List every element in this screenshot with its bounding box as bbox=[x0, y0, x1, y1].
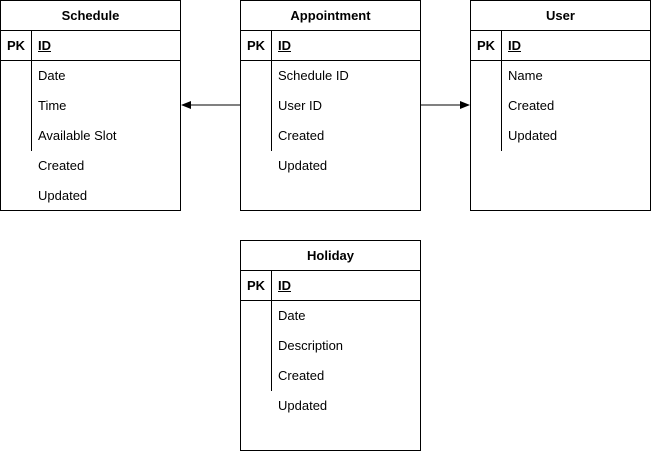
column-divider bbox=[271, 61, 272, 151]
entity-title: Holiday bbox=[241, 241, 420, 271]
primary-key-row: PK ID bbox=[241, 271, 420, 301]
pk-field: ID bbox=[508, 38, 521, 53]
field-list: Name Created Updated bbox=[471, 61, 650, 151]
field: Updated bbox=[278, 158, 328, 173]
pk-label: PK bbox=[7, 38, 26, 53]
pk-label: PK bbox=[247, 278, 266, 293]
field: Created bbox=[508, 98, 555, 113]
field: Updated bbox=[38, 188, 88, 203]
entity-title: User bbox=[471, 1, 650, 31]
field: Time bbox=[38, 98, 67, 113]
field: Created bbox=[38, 158, 85, 173]
field: Created bbox=[278, 128, 325, 143]
field: Updated bbox=[278, 398, 328, 413]
column-divider bbox=[501, 31, 502, 60]
field: Updated bbox=[508, 128, 558, 143]
field: User ID bbox=[278, 98, 323, 113]
entity-schedule[interactable]: Schedule PK ID Date Time Available Slot … bbox=[0, 0, 181, 211]
column-divider bbox=[271, 31, 272, 60]
entity-holiday[interactable]: Holiday PK ID Date Description Created U… bbox=[240, 240, 421, 451]
field: Date bbox=[38, 68, 66, 83]
entity-user[interactable]: User PK ID Name Created Updated bbox=[470, 0, 651, 211]
field-list: Schedule ID User ID Created Updated bbox=[241, 61, 420, 181]
field: Name bbox=[508, 68, 543, 83]
pk-field: ID bbox=[38, 38, 51, 53]
entity-title: Appointment bbox=[241, 1, 420, 31]
field: Description bbox=[278, 338, 344, 353]
pk-label: PK bbox=[477, 38, 496, 53]
field: Schedule ID bbox=[278, 68, 349, 83]
field: Date bbox=[278, 308, 306, 323]
entity-title: Schedule bbox=[1, 1, 180, 31]
entity-appointment[interactable]: Appointment PK ID Schedule ID User ID Cr… bbox=[240, 0, 421, 211]
pk-field: ID bbox=[278, 38, 291, 53]
field: Available Slot bbox=[38, 128, 117, 143]
primary-key-row: PK ID bbox=[241, 31, 420, 61]
column-divider bbox=[271, 271, 272, 300]
column-divider bbox=[271, 301, 272, 391]
field-list: Date Description Created Updated bbox=[241, 301, 420, 421]
column-divider bbox=[31, 31, 32, 60]
field: Created bbox=[278, 368, 325, 383]
primary-key-row: PK ID bbox=[471, 31, 650, 61]
primary-key-row: PK ID bbox=[1, 31, 180, 61]
column-divider bbox=[31, 61, 32, 151]
field-list: Date Time Available Slot Created Updated bbox=[1, 61, 180, 211]
pk-field: ID bbox=[278, 278, 291, 293]
pk-label: PK bbox=[247, 38, 266, 53]
column-divider bbox=[501, 61, 502, 151]
